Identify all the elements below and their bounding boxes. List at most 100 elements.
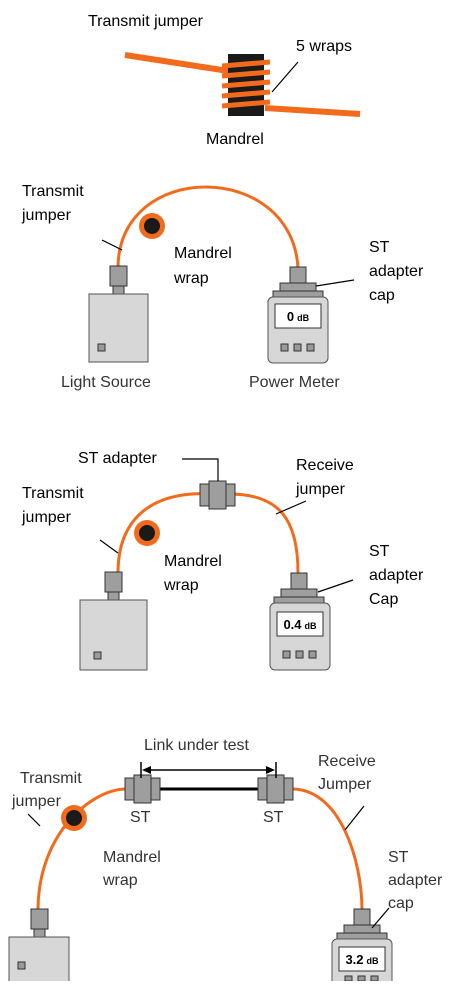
cap-leader <box>315 279 355 287</box>
light-source <box>79 571 148 671</box>
transmit-leader <box>27 813 41 827</box>
st-adapter-cap-label: ST adapter cap <box>388 849 447 912</box>
transmit-jumper-label: Transmit jumper <box>21 183 88 224</box>
light-source <box>8 908 70 986</box>
receive-jumper-label: Receive Jumper <box>318 753 380 793</box>
transmit-jumper-fiber <box>116 492 215 574</box>
st-adapter-cap <box>343 924 381 934</box>
transmit-jumper-label: Transmit jumper <box>21 485 88 526</box>
meter-display <box>274 303 322 329</box>
panel-mandrel-wraps: Transmit jumper 5 wraps Mandrel <box>88 13 361 148</box>
light-source <box>88 265 149 363</box>
meter-button <box>308 650 317 659</box>
st-adapter <box>199 480 236 510</box>
meter-button <box>370 975 379 982</box>
meter-display <box>338 946 386 972</box>
meter-connector <box>290 572 308 590</box>
transmit-jumper-fiber <box>116 185 300 269</box>
fiber-wraps <box>221 59 271 109</box>
light-source-port <box>107 591 120 601</box>
mandrel-core <box>144 218 160 234</box>
cap-leader <box>317 579 354 593</box>
cap-leader <box>371 907 390 929</box>
transmit-leader <box>99 539 119 554</box>
meter-button <box>282 650 291 659</box>
meter-connector <box>289 266 307 284</box>
link-dimension-arrow <box>140 762 277 778</box>
fiber-wrap <box>221 69 271 79</box>
fiber-wrap <box>221 79 271 89</box>
meter-cap-base <box>273 596 325 604</box>
meter-button <box>295 650 304 659</box>
meter-cap-base <box>272 290 324 298</box>
light-source-body <box>8 936 70 986</box>
transmit-fiber <box>124 52 236 75</box>
link-under-test-label: Link under test <box>144 737 250 754</box>
st-adapter-flange <box>208 480 227 510</box>
meter-button <box>280 343 289 352</box>
transmit-jumper-label: Transmit jumper <box>88 13 204 30</box>
st-adapter-label: ST adapter <box>78 450 158 467</box>
light-source-port <box>112 285 125 295</box>
wraps-label: 5 wraps <box>296 38 352 55</box>
light-source-led <box>97 343 106 352</box>
mandrel-wrap-label: Mandrel wrap <box>102 849 165 889</box>
st-adapter-flange <box>266 774 285 804</box>
receive-jumper-fiber <box>228 492 300 574</box>
mandrel-core <box>139 525 155 541</box>
light-source-connector <box>30 908 49 930</box>
transmit-leader <box>101 239 123 251</box>
st-adapter-flange <box>133 774 152 804</box>
mandrel-wrap-label: Mandrel wrap <box>173 245 236 287</box>
power-meter-caption: Power Meter <box>249 374 340 391</box>
mandrel-wrap-label: Mandrel wrap <box>163 553 226 594</box>
st-left-label: ST <box>130 809 151 826</box>
meter-connector <box>353 908 371 926</box>
receive-leader <box>275 500 307 515</box>
light-source-body <box>79 599 148 671</box>
light-source-connector <box>104 571 123 593</box>
receive-jumper-label: Receive jumper <box>295 457 358 498</box>
st-adapter-cap-label: ST adapter Cap <box>369 543 428 608</box>
meter-button <box>344 975 353 982</box>
light-source-caption: Light Source <box>61 374 151 391</box>
light-source-led <box>93 651 102 660</box>
fiber-wrap <box>221 89 271 99</box>
fiber-wrap <box>221 59 271 69</box>
st-adapter-cap-label: ST adapter cap <box>369 239 428 304</box>
mandrel-label: Mandrel <box>206 131 264 148</box>
st-adapter-leader <box>182 458 219 481</box>
receive-jumper-fiber <box>292 787 364 911</box>
meter-cap-base <box>336 932 388 940</box>
transmit-jumper-label: Transmit jumper <box>11 770 86 810</box>
st-connector-right <box>257 774 294 804</box>
meter-button <box>306 343 315 352</box>
st-adapter-cap <box>280 588 318 598</box>
light-source-led <box>17 961 26 970</box>
wraps-leader <box>271 61 299 93</box>
meter-button <box>293 343 302 352</box>
arrowhead-right <box>266 766 275 774</box>
light-source-port <box>33 928 46 938</box>
st-right-label: ST <box>263 809 284 826</box>
meter-display <box>276 611 324 637</box>
mandrel-core <box>66 810 82 826</box>
fiber-wrap <box>221 99 271 109</box>
meter-button <box>357 975 366 982</box>
st-connector-left <box>124 774 161 804</box>
light-source-connector <box>109 265 128 287</box>
light-source-body <box>88 293 149 363</box>
arrowhead-left <box>142 766 151 774</box>
receive-leader <box>344 805 365 831</box>
